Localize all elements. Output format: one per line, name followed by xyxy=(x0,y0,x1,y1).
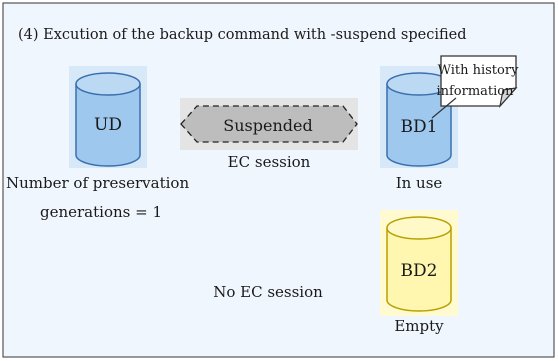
bd1-status-label: In use xyxy=(396,174,443,192)
preservation-line-2: generations = 1 xyxy=(40,203,162,221)
bd2-volume-label: BD2 xyxy=(401,261,438,281)
bd2-status-label: Empty xyxy=(394,317,444,335)
ec-session-arrow xyxy=(180,98,358,150)
diagram-title: (4) Excution of the backup command with … xyxy=(18,27,467,43)
no-ec-session-label: No EC session xyxy=(213,283,323,301)
callout-line-2: information xyxy=(436,84,514,99)
bd1-volume-icon xyxy=(380,66,458,168)
ec-session-caption: EC session xyxy=(228,153,311,171)
callout-line-1: With history xyxy=(438,63,519,78)
ud-volume-icon xyxy=(69,66,147,168)
history-callout xyxy=(431,55,518,119)
bd2-volume-icon xyxy=(380,210,458,316)
preservation-line-1: Number of preservation xyxy=(6,174,189,192)
bd1-volume-label: BD1 xyxy=(401,117,438,137)
ec-session-state-label: Suspended xyxy=(223,116,312,135)
ud-volume-label: UD xyxy=(94,115,122,135)
